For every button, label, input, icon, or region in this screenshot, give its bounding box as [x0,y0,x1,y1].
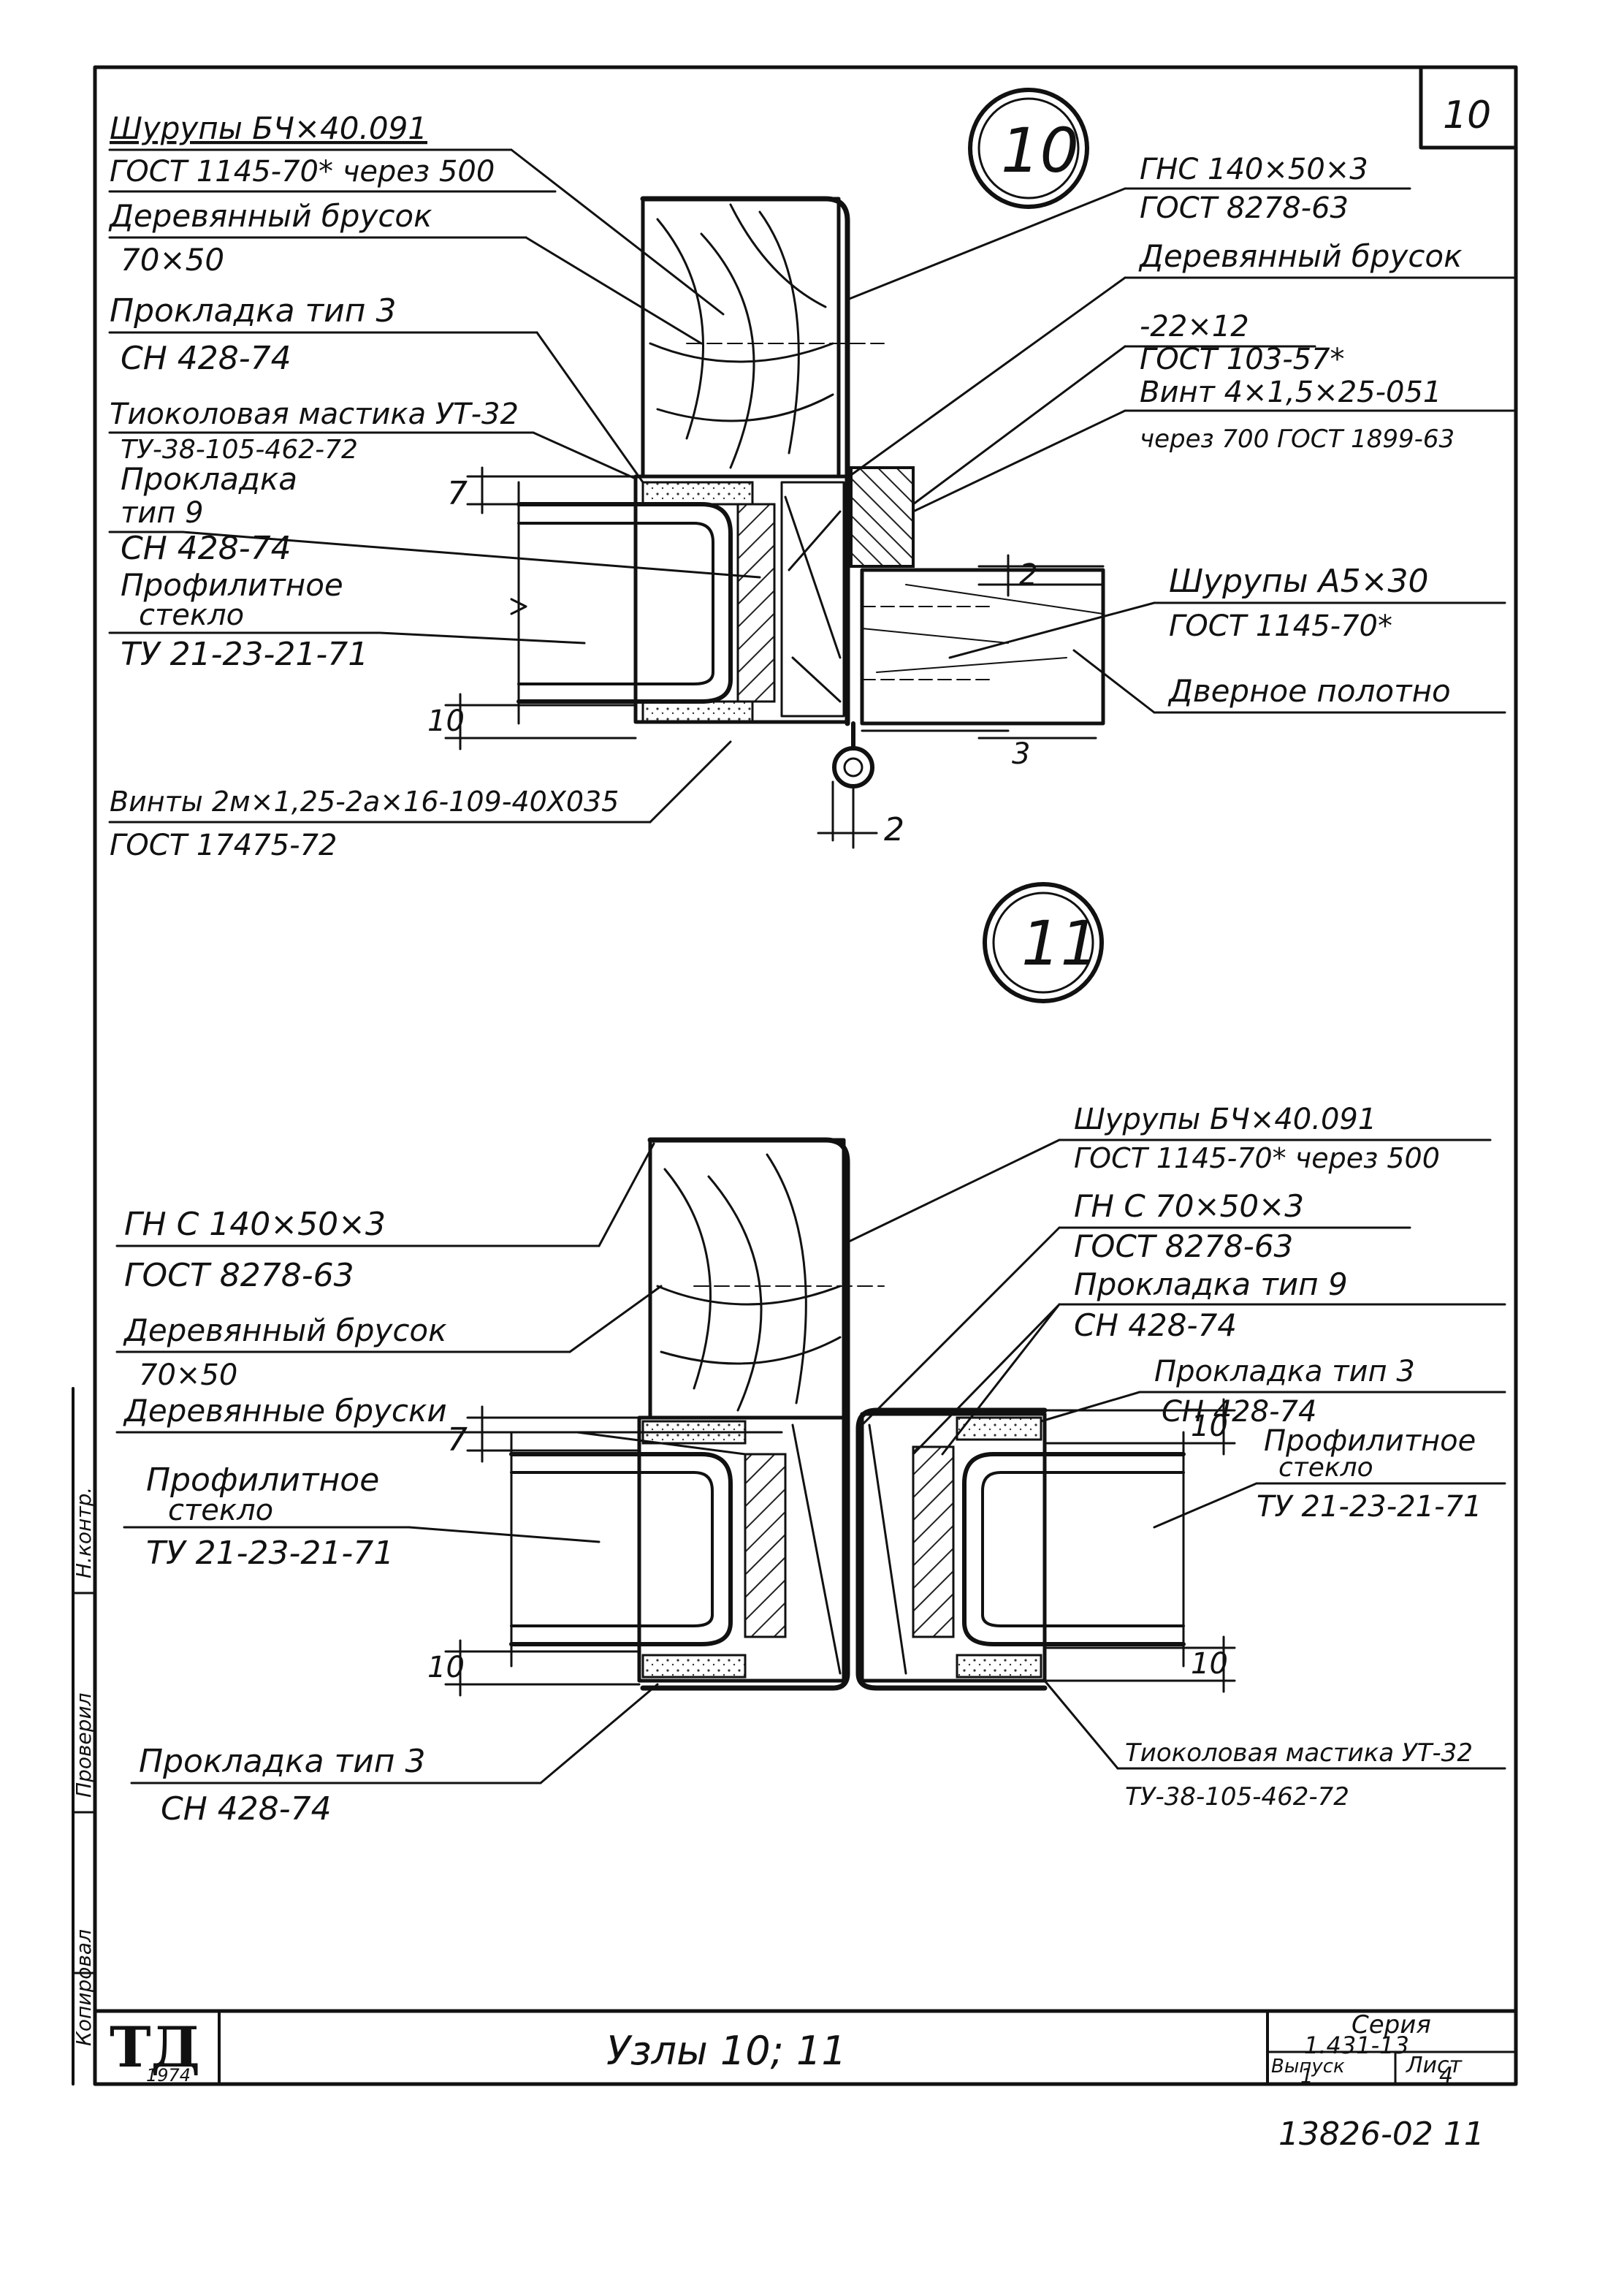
issue-value: 1 [1300,2064,1314,2088]
label-strip: -22×12 [1140,310,1249,343]
side-stamp-c: Н.контр. [72,1487,96,1578]
label-screws-1-gost: ГОСТ 1145-70* через 500 [110,155,495,189]
labels-bottom-right: Шурупы БЧ×40.091 ГОСТ 1145-70* через 500… [846,1103,1506,1812]
dim-3: 3 [1012,737,1030,771]
glass-profile-top [510,474,850,725]
label-glass-l-a: Профилитное [146,1461,379,1499]
dim-2b: 2 [884,811,904,848]
dim-10: 10 [427,704,465,738]
dim-10-right-bottom: 10 [1191,1647,1228,1681]
logo-td: ТД [110,2015,200,2080]
label-glass-b: стекло [139,598,244,632]
label-strip-gost: ГОСТ 103-57* [1140,343,1345,376]
channel-left [640,1137,850,1691]
node-10-marker: 10 [968,88,1089,209]
label-gasket9-sn: СН 428-74 [121,530,291,567]
label-channel-l-gost: ГОСТ 8278-63 [124,1257,354,1294]
label-gasket3-l-sn: СН 428-74 [161,1790,332,1828]
series-label: Серия [1352,2010,1431,2040]
channel-right [855,1407,1048,1691]
label-bar-r: Деревянный брусок [1138,238,1463,274]
node-11-number: 11 [1021,908,1099,979]
dim-7-bottom: 7 [447,1421,468,1459]
label-bolt: Винт 4×1,5×25-051 [1140,376,1441,409]
label-channel-r-gost: ГОСТ 8278-63 [1074,1228,1293,1264]
label-glass-r-tu: ТУ 21-23-21-71 [1257,1490,1482,1524]
label-glass-r-a: Профилитное [1264,1424,1476,1458]
label-channel-gost: ГОСТ 8278-63 [1140,191,1349,225]
node-11-detail: 11 [115,882,1506,1828]
label-channel-r: ГН С 70×50×3 [1074,1188,1304,1224]
label-mastic-tu: ТУ-38-105-462-72 [121,435,358,465]
series-value: 1.431-13 [1304,2031,1409,2059]
label-glass-r-b: стекло [1278,1453,1373,1483]
sheet-number-box [1419,65,1518,150]
dim-10-left: 10 [427,1651,465,1684]
node-10-number: 10 [1001,115,1079,186]
label-screws-2: Винты 2м×1,25-2а×16-109-40Х035 [110,786,619,818]
side-stamp-b: Проверил [72,1692,96,1798]
label-bars: Деревянные бруски [123,1393,447,1429]
label-gasket3-sn: СН 428-74 [121,340,291,377]
label-gasket9-sn-lower: СН 428-74 [1074,1307,1237,1343]
drawing-title: Узлы 10; 11 [606,2028,847,2074]
sheet-value: 4 [1439,2063,1453,2088]
label-screws-3: Шурупы А5×30 [1169,563,1429,600]
label-gasket9-b: тип 9 [121,496,204,530]
label-gasket9: Прокладка тип 9 [1074,1266,1348,1302]
side-stamp: Копировал Проверил Н.контр. [72,1387,96,2086]
side-stamp-a: Копировал [72,1929,96,2046]
labels-top-right: ГНС 140×50×3 ГОСТ 8278-63 Деревянный бру… [846,153,1517,714]
label-glass-a: Профилитное [121,567,343,603]
label-gasket3-r-sn: СН 428-74 [1162,1395,1316,1429]
label-gasket9-a: Прокладка [121,461,297,497]
label-screws-2-gost: ГОСТ 17475-72 [110,829,337,862]
sheet-number: 10 [1443,94,1491,137]
node-11-marker: 11 [983,882,1104,1003]
label-glass-tu: ТУ 21-23-21-71 [121,636,368,673]
footer-code: 13826-02 11 [1278,2116,1484,2153]
dim-7: 7 [447,475,468,512]
label-bar: Деревянный брусок [108,198,432,234]
issue-label: Выпуск [1271,2056,1345,2078]
label-mastic-lower: Тиоколовая мастика УТ-32 [1125,1738,1473,1768]
dim-10-right-top: 10 [1191,1410,1228,1443]
title-block: ТД 1974 Узлы 10; 11 Серия 1.431-13 Выпус… [93,2009,1518,2088]
label-bar-lower: Деревянный брусок [123,1312,447,1348]
sheet-label: Лист [1406,2053,1463,2078]
label-gasket3: Прокладка тип 3 [110,292,397,330]
label-bar-size: 70×50 [121,242,224,278]
hinge-pin [831,721,874,849]
door-leaf [860,568,1105,732]
glass-assembly-right [860,1412,1186,1683]
label-channel: ГНС 140×50×3 [1140,153,1368,186]
label-channel-l: ГН С 140×50×3 [124,1206,386,1243]
label-screws-1: Шурупы БЧ×40.091 [110,110,427,146]
steel-channel [640,196,850,726]
label-glass-l-b: стекло [168,1494,273,1527]
label-door: Дверное полотно [1167,673,1451,709]
label-screws-3-gost: ГОСТ 1145-70* [1169,609,1392,643]
label-mastic-lower-tu: ТУ-38-105-462-72 [1125,1782,1349,1812]
label-glass-l-tu: ТУ 21-23-21-71 [146,1535,394,1572]
labels-top-left: Шурупы БЧ×40.091 ГОСТ 1145-70* через 500… [108,110,761,862]
title-year: 1974 [146,2065,191,2086]
node-10-detail: 10 [108,88,1517,862]
dim-2a: 2 [1019,558,1037,592]
label-bar-lower-size: 70×50 [139,1358,237,1392]
glass-assembly-left [509,1415,846,1683]
label-bolt-gost: через 700 ГОСТ 1899-63 [1140,425,1455,454]
label-gasket3-l: Прокладка тип 3 [139,1743,426,1780]
label-gasket3-r: Прокладка тип 3 [1154,1355,1415,1388]
metal-strip [850,466,915,568]
label-screws-1-lower-gost: ГОСТ 1145-70* через 500 [1074,1142,1440,1174]
dimensions-top: 7 10 2 3 2 [427,466,1105,848]
dimensions-bottom: 7 10 10 10 [427,1398,1236,1697]
labels-bottom-left: ГН С 140×50×3 ГОСТ 8278-63 Деревянный бр… [115,1142,783,1828]
label-screws-1-lower: Шурупы БЧ×40.091 [1074,1103,1376,1136]
label-mastic: Тиоколовая мастика УТ-32 [110,398,519,431]
sheet-frame: 10 [93,65,1518,2086]
